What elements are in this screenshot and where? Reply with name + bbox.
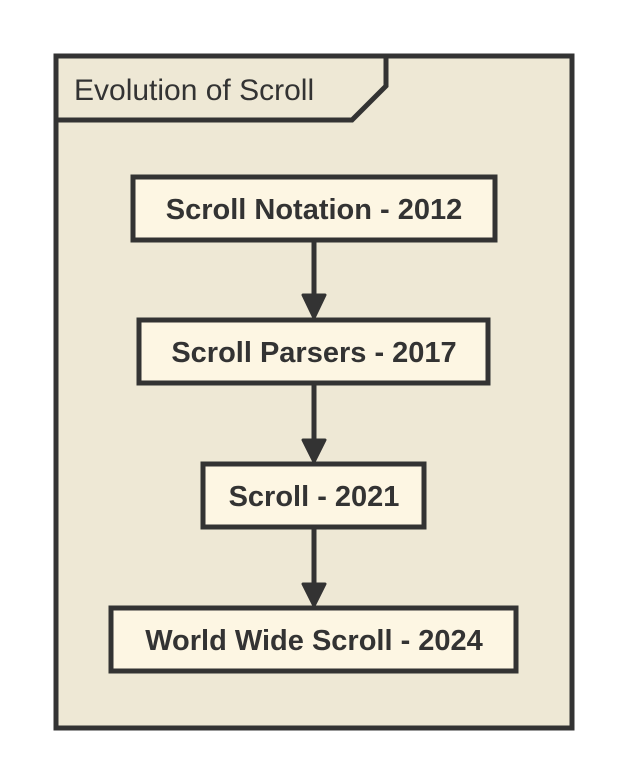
node-label: Scroll - 2021: [229, 481, 400, 513]
node-label: Scroll Notation - 2012: [166, 194, 463, 226]
node-box: [108, 605, 519, 674]
node-scroll-notation: Scroll Notation - 2012: [130, 174, 498, 243]
arrowhead-icon: [301, 438, 327, 464]
node-box: [200, 461, 427, 530]
node-scroll: Scroll - 2021: [200, 461, 427, 530]
node-world-wide-scroll: World Wide Scroll - 2024: [108, 605, 519, 674]
frame-title: Evolution of Scroll: [74, 74, 314, 107]
node-label: World Wide Scroll - 2024: [145, 625, 483, 657]
arrowhead-icon: [301, 293, 327, 320]
arrowhead-icon: [301, 582, 327, 608]
node-box: [130, 174, 498, 243]
node-label: Scroll Parsers - 2017: [171, 337, 456, 369]
node-box: [136, 317, 491, 386]
edges-group: [301, 240, 327, 608]
node-scroll-parsers: Scroll Parsers - 2017: [136, 317, 491, 386]
frame-title-tab: [53, 53, 389, 123]
